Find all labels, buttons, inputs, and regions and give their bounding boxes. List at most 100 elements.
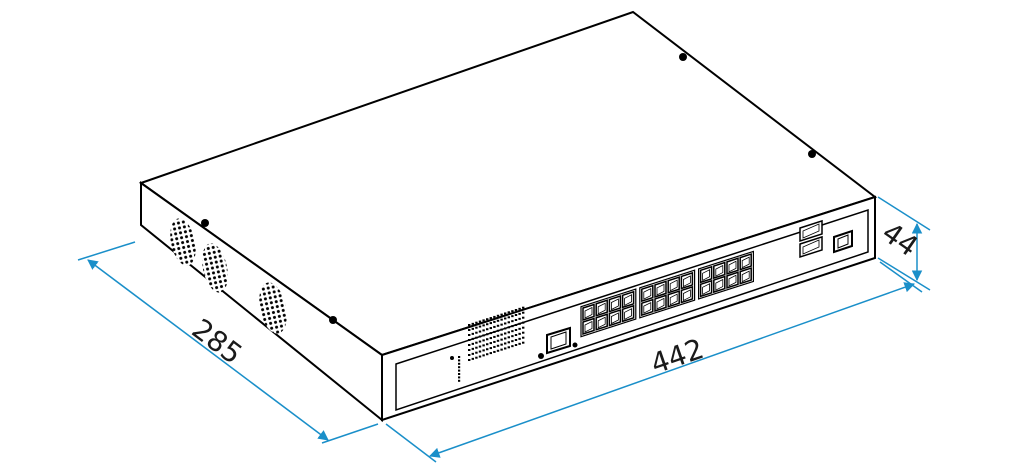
led (514, 309, 518, 312)
uplink-port (799, 219, 823, 243)
led (468, 359, 471, 361)
led (493, 315, 496, 318)
led (496, 349, 500, 352)
led (511, 330, 514, 333)
led (496, 334, 500, 337)
led (518, 332, 521, 335)
led (496, 324, 500, 327)
led (486, 333, 489, 336)
rj45-port-socket (702, 269, 710, 281)
dimension-height: 44 (876, 196, 931, 291)
led (507, 326, 510, 329)
led (489, 317, 492, 320)
led (507, 321, 510, 324)
led (522, 321, 525, 324)
led (518, 312, 521, 315)
led (468, 324, 471, 326)
led (493, 335, 496, 338)
led (471, 357, 474, 360)
led (489, 342, 492, 345)
vent-1 (170, 218, 196, 266)
led (518, 327, 521, 330)
led (522, 311, 525, 314)
led (511, 320, 514, 323)
led (458, 376, 461, 379)
led (511, 345, 514, 348)
height-ext-line-2 (877, 257, 931, 291)
led (511, 325, 514, 328)
led (475, 326, 478, 329)
led (504, 317, 507, 320)
width-label: 442 (647, 332, 708, 381)
led (514, 319, 518, 322)
led (514, 324, 518, 327)
led (471, 332, 474, 335)
power-led (450, 356, 454, 360)
width-ext-line-1 (385, 423, 437, 463)
led (511, 315, 514, 318)
led (504, 342, 507, 345)
led (482, 334, 485, 337)
sfp-port (833, 229, 853, 254)
rj45-port-socket (741, 270, 750, 283)
led (468, 354, 471, 356)
screw (329, 316, 337, 324)
width-ext-line-2 (879, 261, 923, 293)
led (482, 319, 485, 322)
front-bezel (395, 208, 869, 412)
led (504, 327, 507, 330)
led (475, 351, 478, 354)
led (496, 329, 500, 332)
led (496, 344, 500, 347)
led (475, 331, 478, 334)
dimension-width: 442 (385, 261, 923, 463)
led (486, 348, 489, 351)
led (504, 312, 507, 315)
led (489, 337, 492, 340)
uplink-port (799, 235, 823, 259)
led (471, 327, 474, 330)
led (458, 379, 461, 382)
led (496, 339, 500, 342)
width-arrow-line (429, 282, 915, 458)
uplink-port-socket (802, 223, 820, 239)
depth-arrow-line (87, 259, 329, 441)
led (500, 333, 503, 336)
led (514, 329, 518, 332)
screw (201, 219, 209, 227)
led (507, 316, 510, 319)
led (522, 331, 525, 334)
led (500, 348, 503, 351)
led (522, 306, 525, 309)
led (518, 342, 521, 345)
screw (679, 53, 687, 61)
led (478, 320, 482, 323)
led (493, 345, 496, 348)
led (482, 354, 485, 357)
led (475, 356, 478, 359)
led (486, 353, 489, 356)
led (489, 352, 492, 355)
led (475, 346, 478, 349)
rj45-port-socket (715, 264, 724, 277)
led (478, 345, 482, 348)
led (482, 339, 485, 342)
led (507, 336, 510, 339)
depth-label: 285 (186, 312, 249, 371)
rj45-port-socket (728, 260, 737, 273)
led (486, 338, 489, 341)
led (514, 334, 518, 337)
led (471, 352, 474, 355)
led (489, 347, 492, 350)
led (493, 320, 496, 323)
led (489, 327, 492, 330)
screw (808, 150, 816, 158)
uplink-port-socket (802, 239, 820, 255)
status-dot (572, 342, 578, 348)
led (468, 349, 471, 351)
led (486, 343, 489, 346)
rj45-port (739, 253, 752, 271)
rj45-port (726, 257, 739, 275)
led (493, 340, 496, 343)
